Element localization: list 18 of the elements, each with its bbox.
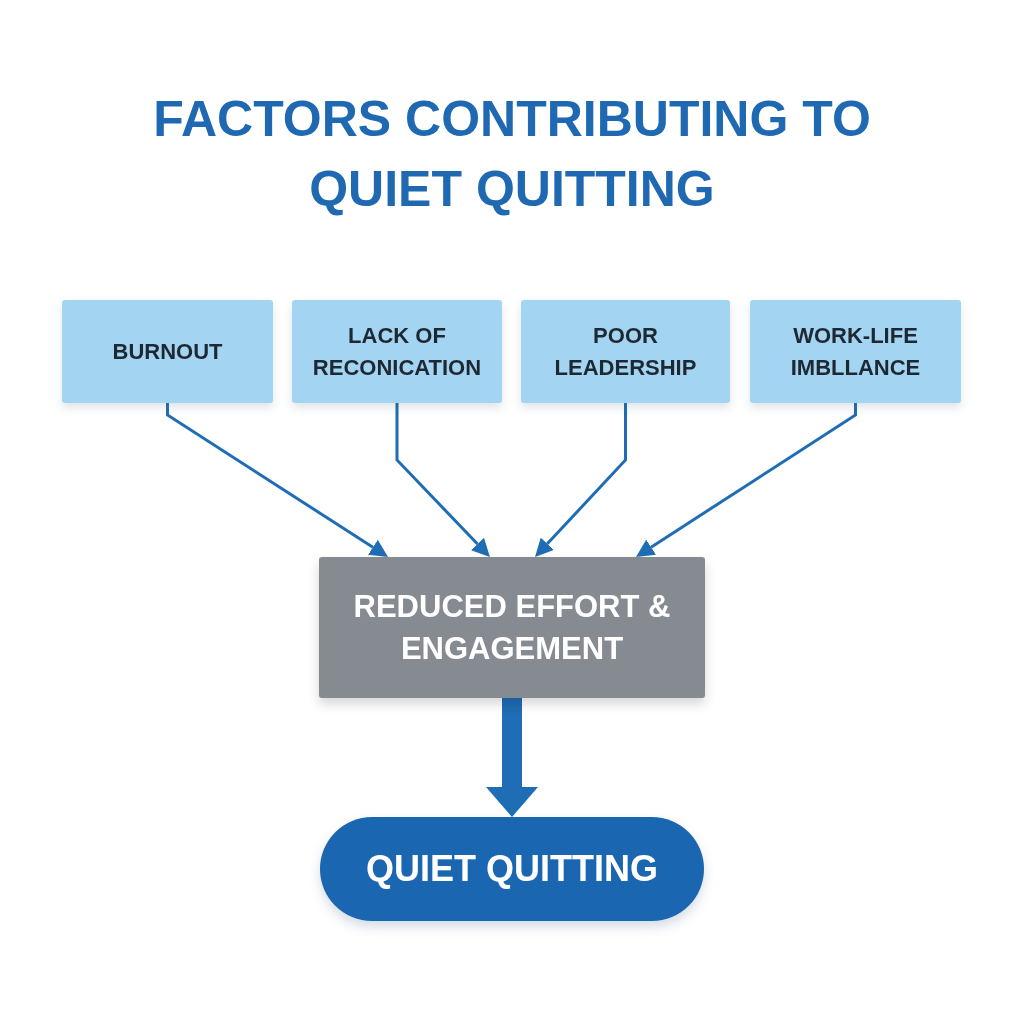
title: FACTORS CONTRIBUTING TO QUIET QUITTING bbox=[152, 90, 872, 219]
terminal-label: QUIET QUITTING bbox=[366, 847, 658, 891]
arrow bbox=[395, 403, 490, 557]
arrow bbox=[486, 698, 538, 817]
factor-box bbox=[292, 300, 502, 403]
arrow bbox=[636, 403, 857, 557]
arrow bbox=[535, 403, 627, 557]
arrow bbox=[166, 403, 389, 558]
factor-box bbox=[521, 300, 730, 403]
factor-label: WORK-LIFE IMBLLANCE bbox=[789, 321, 922, 382]
process-label: REDUCED EFFORT & ENGAGEMENT bbox=[352, 587, 672, 668]
factor-box bbox=[62, 300, 273, 403]
factor-label: BURNOUT bbox=[112, 337, 223, 366]
factor-label: POOR LEADERSHIP bbox=[553, 321, 698, 382]
terminal-pill bbox=[320, 817, 704, 921]
factor-box bbox=[750, 300, 961, 403]
factor-label: LACK OF RECONICATION bbox=[311, 321, 483, 382]
process-box bbox=[319, 557, 705, 698]
